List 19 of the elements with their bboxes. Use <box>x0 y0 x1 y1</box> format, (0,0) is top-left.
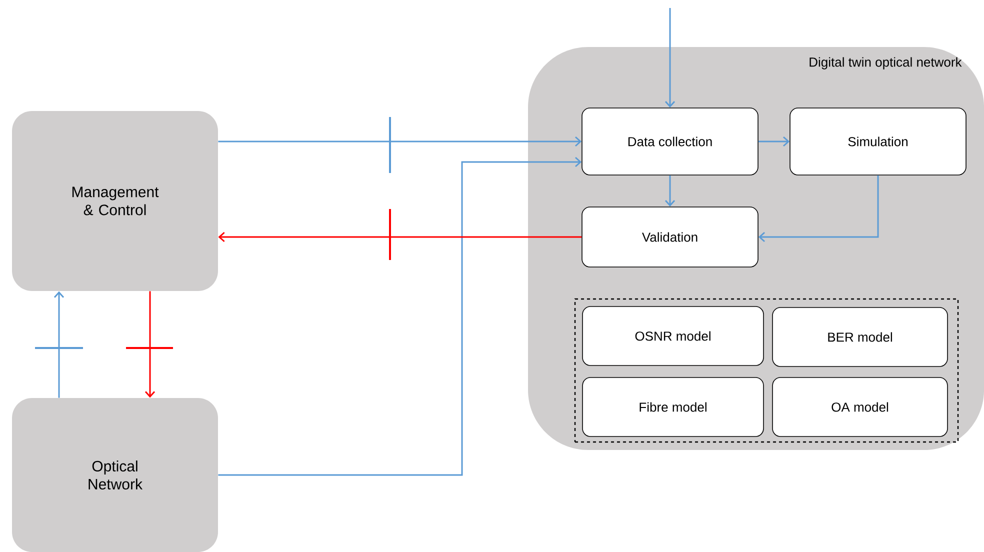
process-box: Data collection <box>582 108 758 176</box>
arrow <box>144 291 156 398</box>
arrow <box>758 175 879 242</box>
arrow <box>54 291 64 398</box>
process-box: Fibre model <box>582 377 764 437</box>
process-box: Optical Network <box>12 398 218 552</box>
arrow <box>218 232 582 242</box>
process-box: Validation <box>582 206 758 268</box>
arrow <box>218 136 582 147</box>
process-box: OA model <box>772 377 948 437</box>
arrow <box>664 8 676 108</box>
arrow <box>218 156 582 476</box>
process-box: Simulation <box>790 108 966 176</box>
process-box: OSNR model <box>582 306 764 366</box>
arrow <box>664 175 676 207</box>
process-box: Management & Control <box>12 111 218 291</box>
arrow <box>758 136 790 147</box>
process-box: BER model <box>772 307 948 367</box>
group-box <box>574 298 959 443</box>
